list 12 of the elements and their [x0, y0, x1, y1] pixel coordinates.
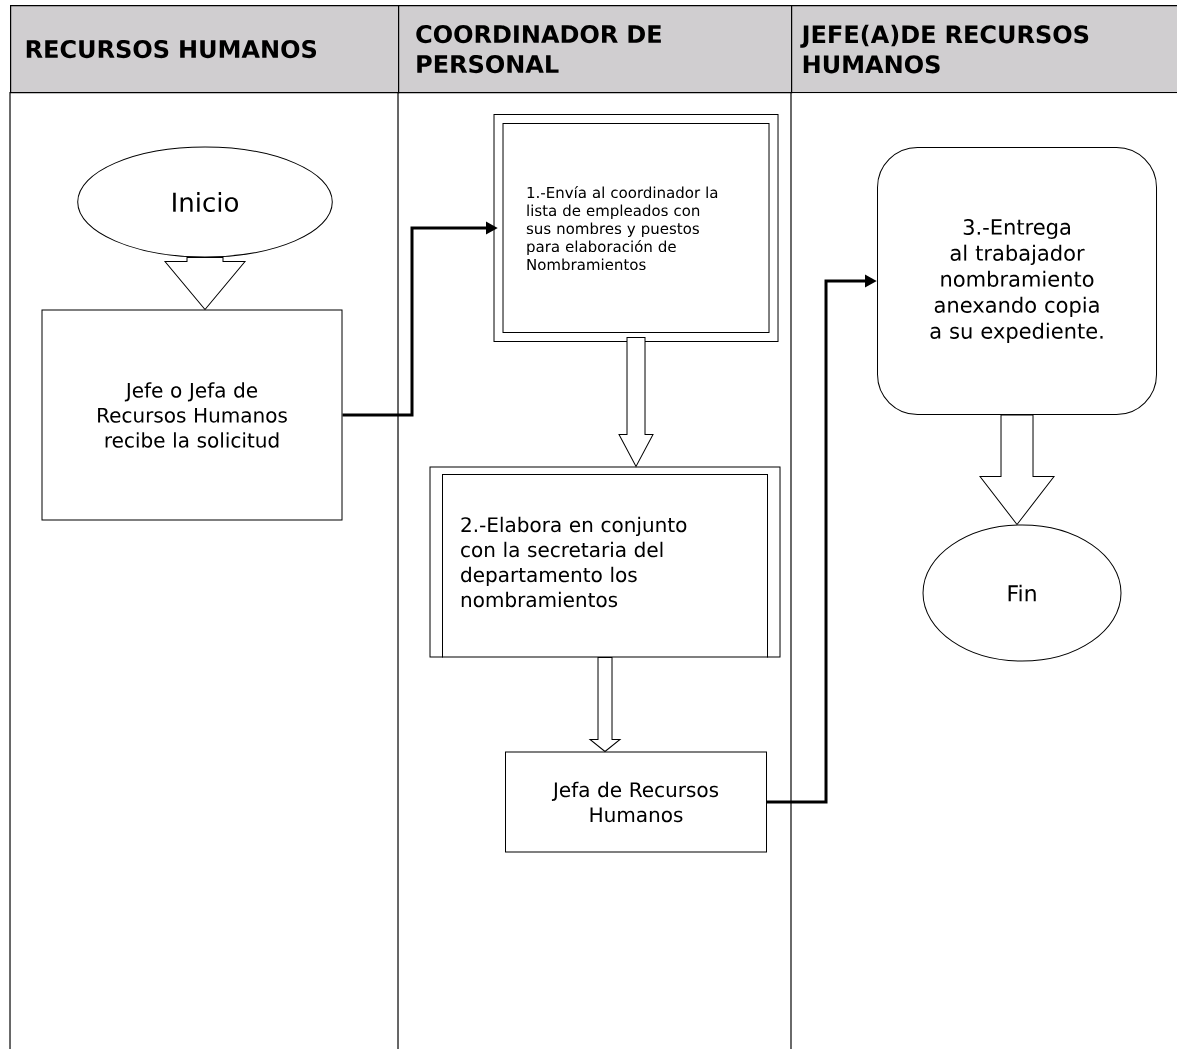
process-box: Jefe o Jefa de Recursos Humanos recibe la solicitud — [41, 309, 343, 521]
lane-header: COORDINADOR DE PERSONAL — [398, 5, 793, 94]
block-arrow — [164, 257, 246, 310]
block-arrow — [618, 337, 654, 467]
block-arrow — [979, 414, 1055, 525]
lane-header: JEFE(A)DE RECURSOS HUMANOS — [791, 5, 1177, 94]
block-arrow — [589, 657, 621, 752]
process-box: Jefa de Recursos Humanos — [505, 751, 767, 853]
process-box: 2.-Elabora en conjunto con la secretaria del departamento los nombramientos — [429, 466, 781, 658]
rounded-box: 3.-Entrega al trabajador nombramiento anexando copia a su expediente. — [877, 147, 1157, 415]
process-box: 1.-Envía al coordinador la lista de empleados con sus nombres y puestos para elaboración de Nombramientos — [493, 114, 779, 342]
lane-header: RECURSOS HUMANOS — [10, 5, 400, 94]
